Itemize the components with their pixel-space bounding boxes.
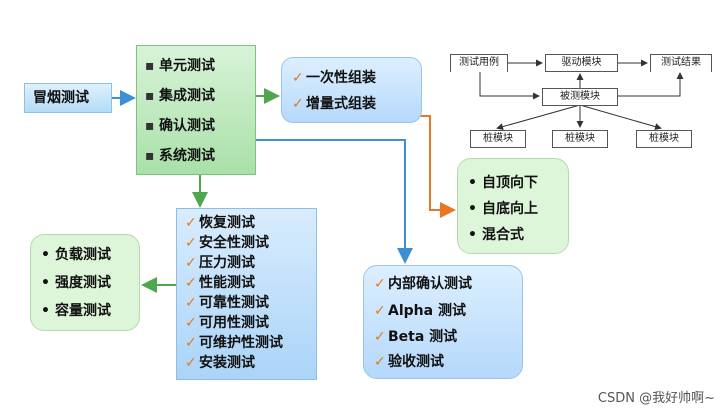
acceptance-item: ✓验收测试 <box>374 354 444 370</box>
integration-item: ✓一次性组装 <box>292 70 376 86</box>
system-test-item: ✓可用性测试 <box>185 315 269 331</box>
stub-node: 桩模块 <box>552 130 608 148</box>
driver-node: 驱动模块 <box>545 54 618 72</box>
acceptance-item: ✓内部确认测试 <box>374 276 472 292</box>
system-test-item: ✓恢复测试 <box>185 215 255 231</box>
arrow-confirm-to-acceptance <box>256 139 413 264</box>
performance-item: •强度测试 <box>41 275 111 291</box>
strategy-item: •自底向上 <box>468 201 538 217</box>
system-test-item: ✓可靠性测试 <box>185 295 269 311</box>
level-item: ▪单元测试 <box>145 58 215 74</box>
acceptance-box: ✓内部确认测试 ✓Alpha 测试 ✓Beta 测试 ✓验收测试 <box>363 265 523 379</box>
test-levels-box: ▪单元测试 ▪集成测试 ▪确认测试 ▪系统测试 <box>136 45 256 175</box>
performance-item: •负载测试 <box>41 247 111 263</box>
stub-node: 桩模块 <box>636 130 692 148</box>
under-test-node: 被测模块 <box>542 88 618 106</box>
performance-box: •负载测试 •强度测试 •容量测试 <box>30 234 140 331</box>
level-item: ▪集成测试 <box>145 88 215 104</box>
strategy-item: •混合式 <box>468 227 524 243</box>
system-test-item: ✓可维护性测试 <box>185 335 283 351</box>
test-result-node: 测试结果 <box>650 54 712 72</box>
level-item: ▪确认测试 <box>145 118 215 134</box>
system-tests-box: ✓恢复测试 ✓安全性测试 ✓压力测试 ✓性能测试 ✓可靠性测试 ✓可用性测试 ✓… <box>176 208 317 380</box>
watermark: CSDN @我好帅啊~ <box>597 391 715 406</box>
acceptance-item: ✓Beta 测试 <box>374 329 458 345</box>
test-case-node: 测试用例 <box>450 54 508 72</box>
root-box: 冒烟测试 <box>24 83 112 113</box>
strategy-item: •自顶向下 <box>468 175 538 191</box>
performance-item: •容量测试 <box>41 303 111 319</box>
system-test-item: ✓压力测试 <box>185 255 255 271</box>
level-item: ▪系统测试 <box>145 148 215 164</box>
strategies-box: •自顶向下 •自底向上 •混合式 <box>457 158 569 254</box>
stub-node: 桩模块 <box>470 130 526 148</box>
root-label: 冒烟测试 <box>33 90 89 106</box>
system-test-item: ✓性能测试 <box>185 275 255 291</box>
integration-item: ✓增量式组装 <box>292 96 376 112</box>
system-test-item: ✓安全性测试 <box>185 235 269 251</box>
acceptance-item: ✓Alpha 测试 <box>374 303 466 319</box>
system-test-item: ✓安装测试 <box>185 355 255 371</box>
integration-box: ✓一次性组装 ✓增量式组装 <box>281 57 422 123</box>
arrow-integration-to-strategies <box>398 115 456 218</box>
